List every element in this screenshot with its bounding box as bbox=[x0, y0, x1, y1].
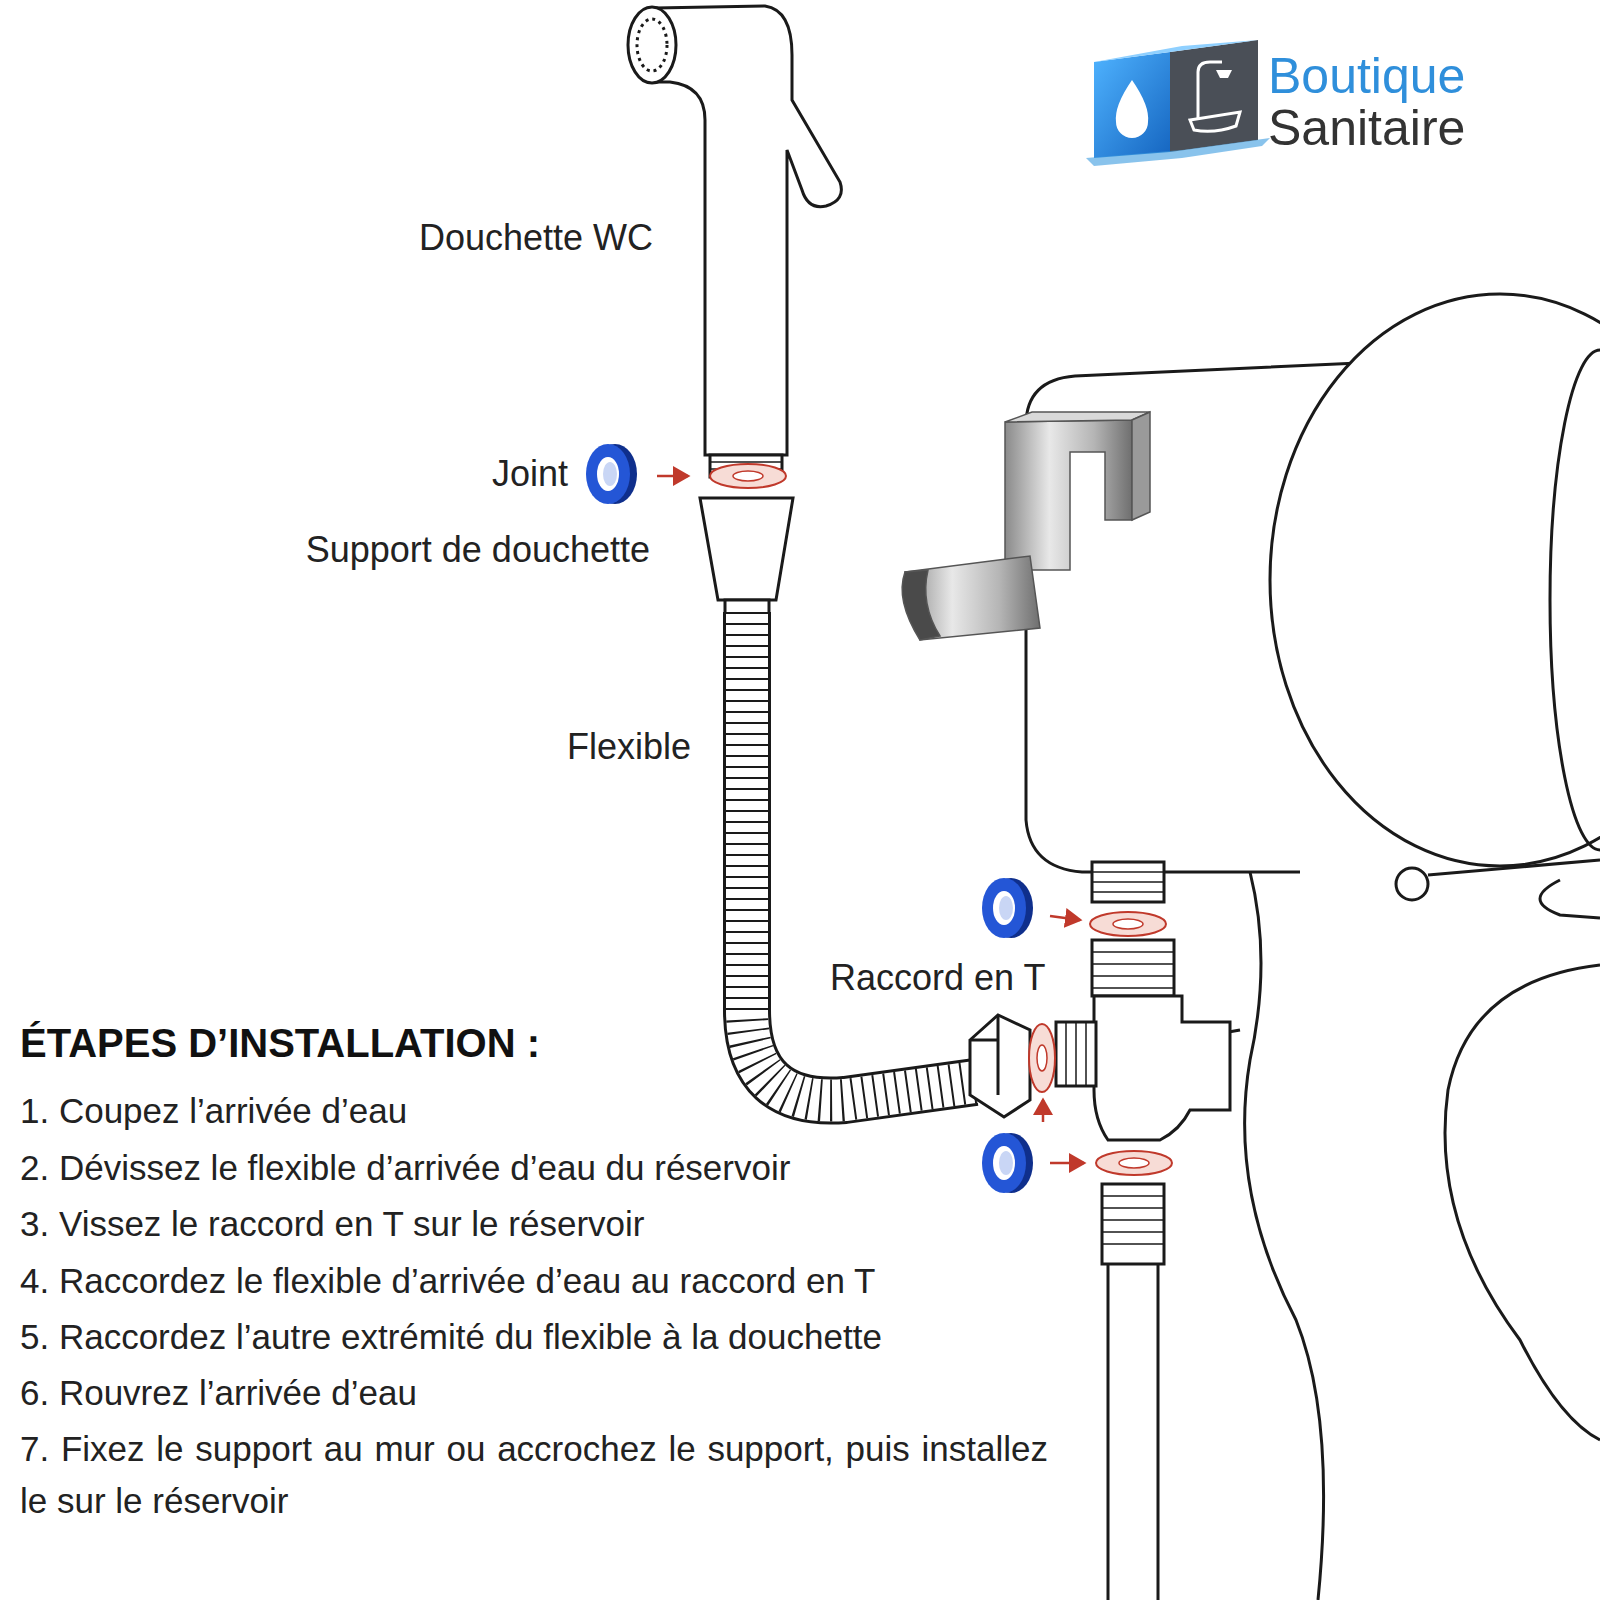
sprayer bbox=[628, 6, 841, 614]
part-label: Joint bbox=[492, 448, 568, 500]
part-label: Douchette WC bbox=[419, 212, 653, 264]
washer bbox=[1090, 912, 1166, 936]
section-title: ÉTAPES D’INSTALLATION : bbox=[20, 1017, 540, 1069]
teflon-tape bbox=[982, 878, 1033, 938]
step-text: 4. Raccordez le flexible d’arrivée d’eau… bbox=[20, 1255, 875, 1307]
logo-text: Boutique bbox=[1268, 50, 1465, 102]
logo-icon bbox=[1086, 40, 1270, 166]
step-text: 2. Dévissez le flexible d’arrivée d’eau … bbox=[20, 1142, 790, 1194]
step-text: 6. Rouvrez l’arrivée d’eau bbox=[20, 1367, 417, 1419]
step-text: 1. Coupez l’arrivée d’eau bbox=[20, 1085, 407, 1137]
part-label: Raccord en T bbox=[830, 952, 1045, 1004]
hook-holder bbox=[902, 412, 1150, 640]
part-label: Support de douchette bbox=[306, 524, 650, 576]
logo-text: Sanitaire bbox=[1268, 102, 1465, 154]
step-text: 7. Fixez le support au mur ou accrochez … bbox=[20, 1423, 1048, 1527]
teflon-tape bbox=[586, 444, 637, 504]
flexible-hose bbox=[747, 612, 975, 1101]
washer bbox=[1029, 1024, 1055, 1092]
part-label: Flexible bbox=[567, 721, 691, 773]
teflon-tape bbox=[982, 1133, 1033, 1193]
washer bbox=[710, 464, 786, 488]
washer bbox=[1096, 1151, 1172, 1175]
step-text: 5. Raccordez l’autre extrémité du flexib… bbox=[20, 1311, 882, 1363]
step-text: 3. Vissez le raccord en T sur le réservo… bbox=[20, 1198, 644, 1250]
red-arrow bbox=[657, 476, 1084, 1163]
